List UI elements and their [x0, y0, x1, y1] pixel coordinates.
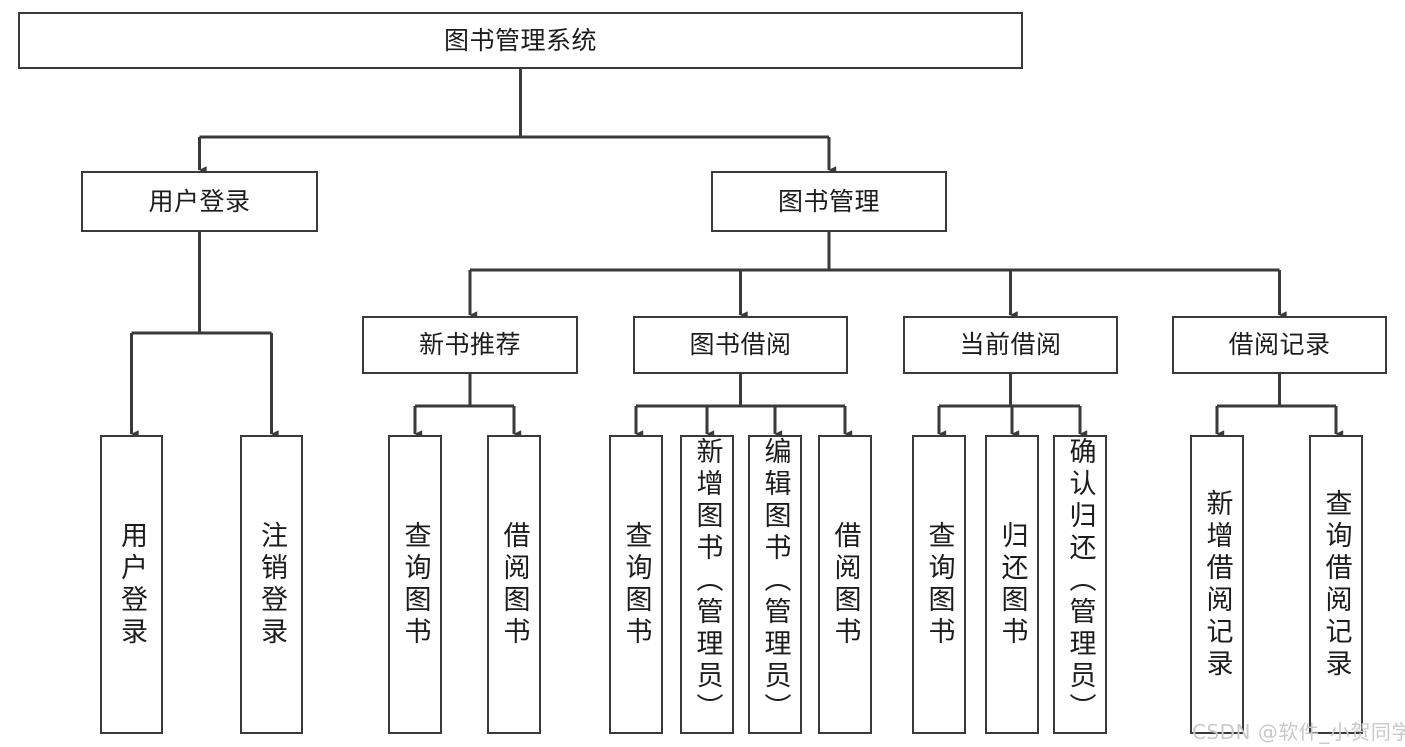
node-leaf-borrow-book-1: 借阅图书: [487, 435, 541, 734]
node-label-leaf-borrow-book-2: 借阅图书: [829, 520, 861, 649]
node-label-book-borrow: 图书借阅: [689, 330, 792, 360]
node-label-user-login: 用户登录: [148, 186, 251, 216]
node-leaf-user-login: 用户登录: [100, 435, 163, 734]
node-label-new-book-recommend: 新书推荐: [418, 330, 521, 360]
node-label-leaf-query-book-1: 查询图书: [399, 520, 431, 649]
node-leaf-edit-book: 编辑图书（管理员）: [748, 435, 802, 734]
node-new-book-recommend: 新书推荐: [362, 316, 578, 374]
node-leaf-query-book-2: 查询图书: [609, 435, 663, 734]
node-leaf-add-book: 新增图书（管理员）: [680, 435, 734, 734]
node-book-borrow: 图书借阅: [633, 316, 848, 374]
node-leaf-borrow-book-2: 借阅图书: [818, 435, 872, 734]
node-label-borrow-record: 借阅记录: [1228, 330, 1331, 360]
node-label-leaf-return-book: 归还图书: [996, 520, 1028, 649]
node-root: 图书管理系统: [18, 12, 1023, 69]
node-label-leaf-add-borrow-record: 新增借阅记录: [1201, 488, 1233, 681]
node-label-leaf-query-book-3: 查询图书: [923, 520, 955, 649]
node-borrow-record: 借阅记录: [1172, 316, 1387, 374]
node-leaf-add-borrow-record: 新增借阅记录: [1190, 435, 1244, 734]
node-label-book-management: 图书管理: [777, 186, 880, 216]
node-leaf-return-book: 归还图书: [985, 435, 1039, 734]
node-label-leaf-borrow-book-1: 借阅图书: [498, 520, 530, 649]
node-current-borrow: 当前借阅: [903, 316, 1118, 374]
node-leaf-query-book-1: 查询图书: [388, 435, 442, 734]
node-label-leaf-user-login: 用户登录: [116, 520, 147, 649]
node-label-leaf-query-borrow-record: 查询借阅记录: [1320, 488, 1352, 681]
node-leaf-query-borrow-record: 查询借阅记录: [1309, 435, 1363, 734]
node-label-leaf-logout-login: 注销登录: [256, 520, 287, 649]
node-label-leaf-query-book-2: 查询图书: [620, 520, 652, 649]
node-label-root: 图书管理系统: [443, 25, 597, 55]
node-label-leaf-edit-book: 编辑图书（管理员）: [759, 437, 791, 725]
node-label-leaf-add-book: 新增图书（管理员）: [691, 437, 723, 725]
node-book-management: 图书管理: [711, 171, 947, 232]
node-leaf-confirm-return: 确认归还（管理员）: [1053, 435, 1107, 734]
node-user-login: 用户登录: [81, 171, 318, 232]
node-leaf-query-book-3: 查询图书: [912, 435, 966, 734]
node-label-current-borrow: 当前借阅: [959, 330, 1062, 360]
node-leaf-logout-login: 注销登录: [240, 435, 303, 734]
node-label-leaf-confirm-return: 确认归还（管理员）: [1064, 437, 1096, 725]
